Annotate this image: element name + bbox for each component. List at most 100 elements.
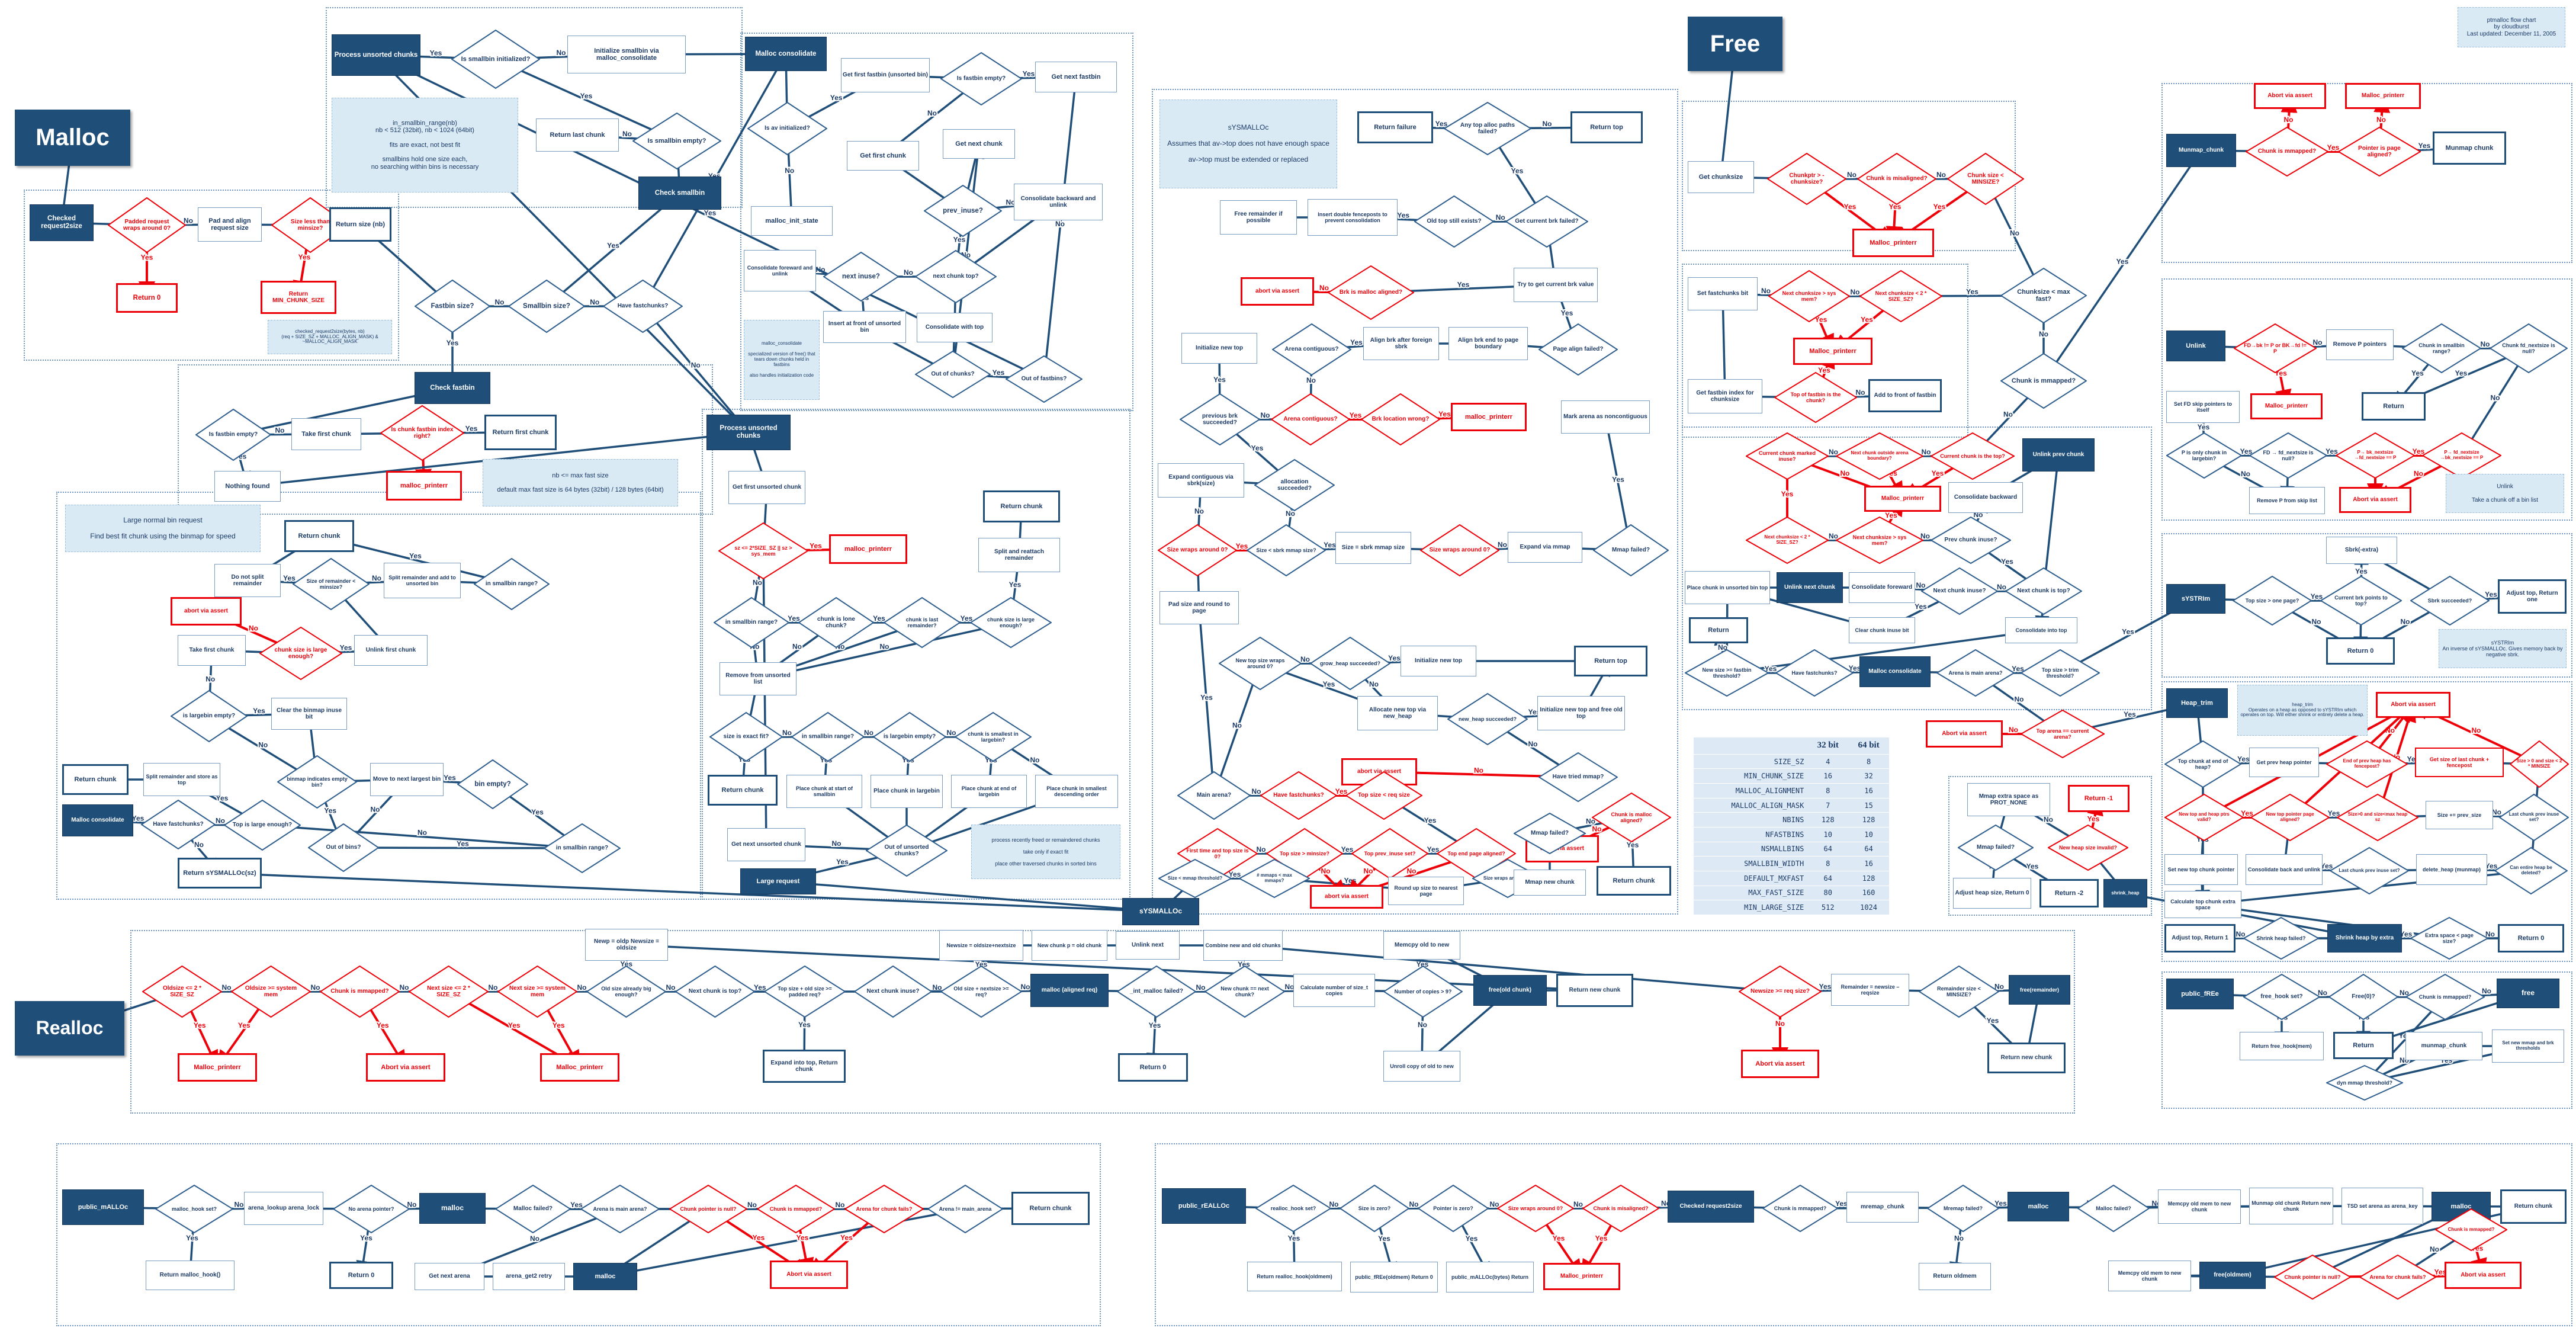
r4d: End of prev heap has fencepost? <box>2326 740 2408 788</box>
svg-text:Yes: Yes <box>2455 369 2468 377</box>
s30: New top size wraps around 0? <box>1219 637 1302 690</box>
realloc-title: Realloc <box>15 1001 124 1056</box>
r4k: Size += prev_size <box>2426 801 2493 829</box>
cn: malloc_consolidate specialized version o… <box>744 320 820 400</box>
svg-text:Yes: Yes <box>1288 1234 1300 1243</box>
svg-text:Yes: Yes <box>1994 1199 2007 1208</box>
svg-text:Yes: Yes <box>2124 710 2136 719</box>
s12: Arena contiguous? <box>1272 323 1351 376</box>
m3: Pad and align request size <box>198 207 262 242</box>
flow-panel-17 <box>56 1143 1101 1326</box>
svg-text:No: No <box>753 579 762 587</box>
flow-panel-12 <box>2161 278 2572 521</box>
s27: Expand via mmap <box>1508 532 1582 563</box>
pr3: Pointer is zero? <box>1418 1185 1489 1232</box>
pm17: Arena != main_arena <box>927 1185 1003 1233</box>
s14: Align brk end to page boundary <box>1448 327 1528 360</box>
f7: Next chunksize > sys mem? <box>1768 270 1850 322</box>
s44: Top prev_inuse set? <box>1351 828 1428 879</box>
h2: Return -1 <box>2068 785 2129 812</box>
f6: Set fastchunks bit <box>1688 277 1758 310</box>
pm16: Abort via assert <box>770 1261 848 1289</box>
r4c: Get prev heap pointer <box>2249 748 2319 777</box>
svg-text:Yes: Yes <box>1987 1016 1999 1025</box>
y5: Combine new and old chunks <box>1203 930 1283 961</box>
svg-text:No: No <box>2241 470 2250 478</box>
f3: Chunk is misaligned? <box>1857 153 1936 205</box>
prh: public_rEALLOc <box>1162 1188 1246 1224</box>
flow-panel-6 <box>1152 89 1678 915</box>
x9: Old size + nextsize >= req? <box>940 966 1022 1018</box>
r2g: Return <box>2362 392 2426 421</box>
g21: Top size > trim threshold? <box>2021 649 2100 697</box>
r4j: Size>0 and size<max heap sz <box>2337 794 2418 841</box>
svg-text:Yes: Yes <box>961 614 973 623</box>
cf-hdr: Check fastbin <box>415 372 490 404</box>
g8: Next chunksize > sys mem? <box>1836 517 1923 564</box>
s28: Mmap failed? <box>1593 524 1669 576</box>
l5: in smallbin range? <box>474 558 550 610</box>
svg-text:No: No <box>1285 983 1295 991</box>
u6: in smallbin range? <box>714 597 789 648</box>
pf1: free_hook set? <box>2243 974 2320 1020</box>
svg-text:Yes: Yes <box>2321 862 2333 870</box>
h3: Mmap failed? <box>1958 825 2034 871</box>
g13: Next chunk inuse? <box>1921 567 1998 615</box>
w6: Abort via assert <box>1741 1050 1819 1078</box>
svg-text:Yes: Yes <box>360 1234 372 1242</box>
svg-text:Yes: Yes <box>1885 511 1897 519</box>
r2l: P→ fd_nextsize →bk_nextsize == P <box>2422 432 2501 479</box>
svg-text:No: No <box>927 109 937 117</box>
svg-text:No: No <box>1994 983 2004 991</box>
u14: chunk is smallest in largebin? <box>955 712 1032 762</box>
svg-text:Yes: Yes <box>1781 490 1794 498</box>
svg-text:Yes: Yes <box>2116 258 2129 266</box>
s36: Initialize new top and free old top <box>1537 696 1625 730</box>
svg-text:No: No <box>691 361 701 370</box>
pr18: public_fREe(oldmem) Return 0 <box>1350 1262 1438 1292</box>
pfh: public_fREe <box>2166 979 2234 1009</box>
pr26: Chunk is mmapped? <box>2435 1208 2507 1251</box>
u18: Place chunk at end of largebin <box>951 775 1027 808</box>
svg-text:No: No <box>1261 411 1270 419</box>
l15: Split remainder and store as top <box>143 763 220 796</box>
r1d: Malloc_printerr <box>2345 83 2421 109</box>
svg-text:No: No <box>1418 1021 1427 1029</box>
l9: Unlink first chunk <box>354 635 428 666</box>
svg-text:Yes: Yes <box>2485 862 2498 870</box>
pr1: realloc_hook set? <box>1255 1185 1331 1232</box>
svg-text:Yes: Yes <box>1335 787 1348 796</box>
u7: chunk is lone chunk? <box>798 597 874 648</box>
s22: allocation succeeded? <box>1254 459 1335 511</box>
svg-text:Yes: Yes <box>531 808 544 816</box>
r3c: Sbrk(-extra) <box>2326 537 2397 564</box>
flow-panel-10 <box>1948 776 2152 916</box>
pr12: Memcpy old mem to new chunk <box>2158 1189 2241 1224</box>
svg-text:Yes: Yes <box>2418 142 2431 150</box>
svg-text:No: No <box>747 1201 757 1209</box>
p2b: Is smallbin initialized? <box>451 30 540 89</box>
x11: _int_malloc failed? <box>1117 966 1196 1018</box>
fq1: Chunksize < max fast? <box>2000 268 2087 323</box>
svg-text:Yes: Yes <box>2241 809 2253 817</box>
pr10: malloc <box>2008 1192 2069 1221</box>
s29: Pad size and round to page <box>1159 591 1239 624</box>
svg-text:Yes: Yes <box>1466 1234 1478 1243</box>
svg-text:No: No <box>530 1234 539 1243</box>
m5: Return size (nb) <box>329 207 391 242</box>
svg-text:No: No <box>235 1201 244 1209</box>
y6: Memcpy old to new <box>1383 931 1460 960</box>
svg-text:No: No <box>249 624 258 633</box>
svg-text:Yes: Yes <box>1350 338 1363 347</box>
r4q: delete_heap (munmap) <box>2416 854 2487 885</box>
f12: Add to front of fastbin <box>1868 379 1942 412</box>
m7: Return MIN_CHUNK_SIZE <box>261 281 336 314</box>
l4: Split remainder and add to unsorted bin <box>384 563 461 598</box>
r2k: P→ bk_nextsize →fd_nextsize == P <box>2336 432 2415 479</box>
s18: Brk location wrong? <box>1361 393 1440 445</box>
svg-text:Yes: Yes <box>141 254 153 262</box>
p2n: in_smallbin_range(nb) nb < 512 (32bit), … <box>332 98 518 193</box>
flow-panel-14 <box>2161 681 2572 962</box>
svg-text:No: No <box>311 983 320 992</box>
svg-text:Yes: Yes <box>2326 447 2338 456</box>
